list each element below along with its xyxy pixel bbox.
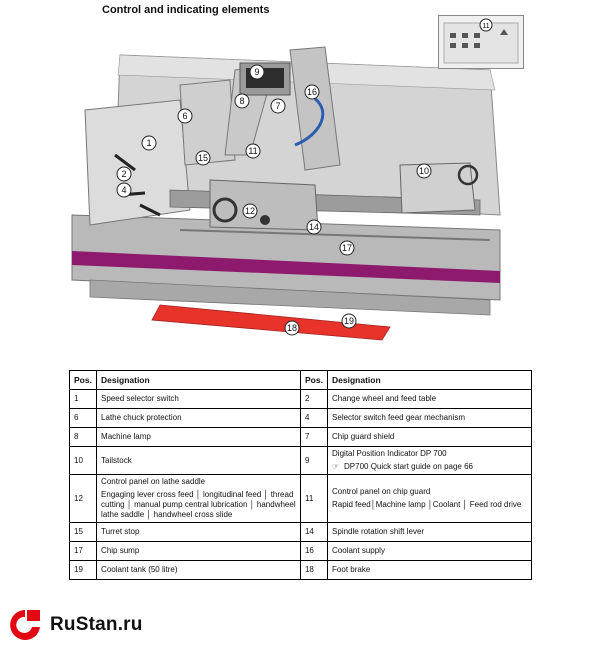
header-pos-left: Pos. — [68, 370, 98, 390]
pos-cell: 19 — [68, 560, 98, 580]
svg-text:10: 10 — [419, 166, 429, 176]
designation-cell: Speed selector switch — [96, 389, 301, 409]
book-reference-icon: ☞ — [332, 462, 340, 471]
table-header-row: Pos. Designation Pos. Designation — [68, 370, 532, 390]
svg-text:12: 12 — [245, 206, 255, 216]
callout-19: 19 — [341, 313, 357, 329]
svg-text:7: 7 — [275, 101, 280, 111]
designation-cell: Control panel on lathe saddle Engaging l… — [96, 474, 301, 523]
svg-text:16: 16 — [307, 87, 317, 97]
designation-cell: Foot brake — [327, 560, 532, 580]
pos-cell: 15 — [68, 522, 98, 542]
callout-8: 8 — [234, 93, 250, 109]
reference-text: DP700 Quick start guide on page 66 — [344, 462, 474, 471]
designation-cell: Tailstock — [96, 446, 301, 475]
pos-cell: 7 — [299, 427, 329, 447]
svg-text:6: 6 — [182, 111, 187, 121]
callout-16: 16 — [304, 84, 320, 100]
callout-1: 1 — [141, 135, 157, 151]
reference-note: ☞ DP700 Quick start guide on page 66 — [332, 462, 527, 472]
designation-cell: Spindle rotation shift lever — [327, 522, 532, 542]
pos-cell: 11 — [299, 474, 329, 523]
callout-2: 2 — [116, 166, 132, 182]
pos-cell: 16 — [299, 541, 329, 561]
designation-cell: Digital Position Indicator DP 700 ☞ DP700… — [327, 446, 532, 475]
table-row: 8 Machine lamp 7 Chip guard shield — [68, 427, 532, 447]
designation-text: Digital Position Indicator DP 700 — [332, 449, 447, 458]
table-row: 19 Coolant tank (50 litre) 18 Foot brake — [68, 560, 532, 580]
rustan-logo-icon — [10, 610, 41, 640]
designation-cell: Change wheel and feed table — [327, 389, 532, 409]
callout-17: 17 — [339, 240, 355, 256]
svg-text:14: 14 — [309, 222, 319, 232]
table-row: 17 Chip sump 16 Coolant supply — [68, 541, 532, 561]
callout-9: 9 — [249, 64, 265, 80]
pos-cell: 18 — [299, 560, 329, 580]
header-designation-right: Designation — [327, 370, 532, 390]
table-row: 15 Turret stop 14 Spindle rotation shift… — [68, 522, 532, 542]
control-panel-inset: 11 — [438, 15, 524, 69]
svg-text:9: 9 — [254, 67, 259, 77]
designation-cell: Coolant supply — [327, 541, 532, 561]
designation-text: Control panel on lathe saddle — [101, 477, 206, 486]
pos-cell: 10 — [68, 446, 98, 475]
callout-7: 7 — [270, 98, 286, 114]
page-title: Control and indicating elements — [102, 4, 270, 16]
svg-text:2: 2 — [121, 169, 126, 179]
svg-text:18: 18 — [287, 323, 297, 333]
callout-14: 14 — [306, 219, 322, 235]
brand-name: RuStan.ru — [50, 614, 143, 635]
designation-subtext: Rapid feed│Machine lamp │Coolant │ Feed … — [332, 500, 522, 509]
designation-cell: Control panel on chip guard Rapid feed│M… — [327, 474, 532, 523]
designation-cell: Chip guard shield — [327, 427, 532, 447]
callout-4: 4 — [116, 182, 132, 198]
pos-cell: 6 — [68, 408, 98, 428]
svg-text:19: 19 — [344, 316, 354, 326]
svg-text:1: 1 — [146, 138, 151, 148]
svg-text:17: 17 — [342, 243, 352, 253]
rustan-logo[interactable]: RuStan.ru — [6, 606, 206, 646]
lathe-illustration: 9 8 7 16 6 1 15 11 2 4 10 12 14 17 19 18 — [71, 46, 501, 341]
callout-10: 10 — [416, 163, 432, 179]
designation-subtext: Engaging lever cross feed │ longitudinal… — [101, 490, 296, 519]
callout-11: 11 — [245, 143, 261, 159]
table-row: 10 Tailstock 9 Digital Position Indicato… — [68, 446, 532, 475]
designation-cell: Coolant tank (50 litre) — [96, 560, 301, 580]
designation-cell: Machine lamp — [96, 427, 301, 447]
header-designation-left: Designation — [96, 370, 301, 390]
pos-cell: 1 — [68, 389, 98, 409]
inset-callout: 11 — [482, 23, 489, 30]
svg-text:8: 8 — [239, 96, 244, 106]
designation-cell: Lathe chuck protection — [96, 408, 301, 428]
pos-cell: 12 — [68, 474, 98, 523]
svg-text:15: 15 — [198, 153, 208, 163]
designation-text: Control panel on chip guard — [332, 487, 431, 496]
designation-table: Pos. Designation Pos. Designation 1 Spee… — [68, 370, 532, 580]
pos-cell: 4 — [299, 408, 329, 428]
table-row: 1 Speed selector switch 2 Change wheel a… — [68, 389, 532, 409]
header-pos-right: Pos. — [299, 370, 329, 390]
designation-cell: Chip sump — [96, 541, 301, 561]
callout-6: 6 — [177, 108, 193, 124]
pos-cell: 9 — [299, 446, 329, 475]
pos-cell: 17 — [68, 541, 98, 561]
callout-15: 15 — [195, 150, 211, 166]
pos-cell: 8 — [68, 427, 98, 447]
callout-12: 12 — [242, 203, 258, 219]
designation-cell: Selector switch feed gear mechanism — [327, 408, 532, 428]
table-row: 6 Lathe chuck protection 4 Selector swit… — [68, 408, 532, 428]
svg-text:11: 11 — [248, 146, 257, 156]
designation-cell: Turret stop — [96, 522, 301, 542]
pos-cell: 14 — [299, 522, 329, 542]
svg-text:4: 4 — [121, 185, 126, 195]
pos-cell: 2 — [299, 389, 329, 409]
table-row: 12 Control panel on lathe saddle Engagin… — [68, 474, 532, 523]
callout-18: 18 — [284, 320, 300, 336]
